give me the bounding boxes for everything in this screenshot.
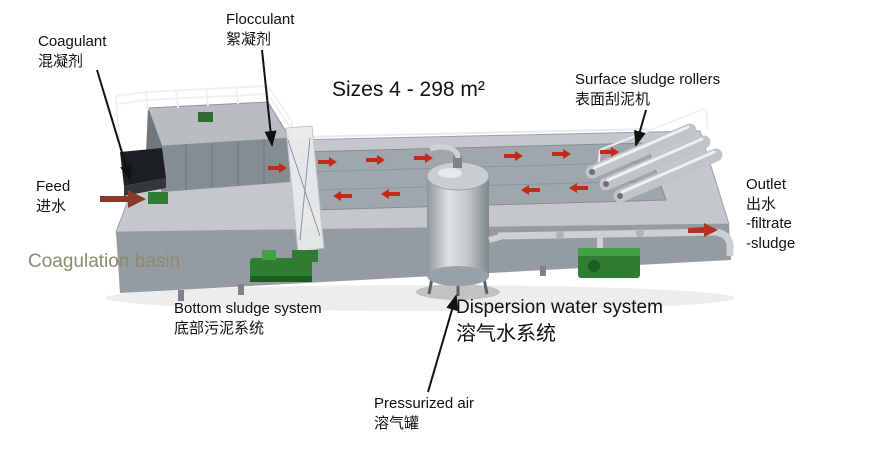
label-coagulation-basin-en: Coagulation basin (28, 251, 181, 272)
label-outlet-sludge: -sludge (746, 234, 796, 252)
bridge-drive (292, 250, 318, 262)
label-dispersion-water-system-en: Dispersion water system (456, 297, 663, 318)
label-pressurized-air: Pressurized air 溶气罐 (374, 394, 474, 433)
label-coagulant-zh: 混凝剂 (38, 52, 84, 70)
dosing-bridge (285, 125, 325, 253)
bottom-sludge-pump (250, 250, 312, 282)
label-coagulant: Coagulant 混凝剂 (38, 32, 106, 71)
mixer-motor (198, 112, 213, 122)
label-surface-sludge-rollers: Surface sludge rollers 表面刮泥机 (575, 70, 720, 109)
feed-arrow (100, 190, 146, 208)
piping (488, 228, 734, 256)
surface-sludge-rollers (585, 123, 723, 203)
label-surface-sludge-rollers-en: Surface sludge rollers (575, 71, 721, 88)
label-sizes-text: Sizes 4 - 298 m² (332, 78, 485, 101)
label-feed-zh: 进水 (36, 197, 67, 215)
label-feed-en: Feed (36, 178, 71, 195)
dispersion-water-pump (578, 248, 640, 278)
label-outlet-filtrate: -filtrate (746, 215, 792, 232)
ground-shadow (105, 285, 735, 311)
label-coagulant-en: Coagulant (38, 33, 107, 50)
label-flocculant-zh: 絮凝剂 (226, 30, 272, 48)
label-flocculant-en: Flocculant (226, 11, 295, 28)
pressure-vessel (416, 144, 500, 300)
label-outlet: Outlet 出水 -filtrate -sludge (746, 175, 795, 253)
label-bottom-sludge-system: Bottom sludge system 底部污泥系统 (174, 299, 322, 338)
label-bottom-sludge-system-zh: 底部污泥系统 (174, 319, 265, 337)
label-pressurized-air-zh: 溶气罐 (374, 414, 420, 432)
label-dispersion-water-system: Dispersion water system 溶气水系统 (456, 296, 663, 347)
outlet-arrow (688, 223, 718, 237)
label-outlet-en: Outlet (746, 176, 787, 193)
label-sizes: Sizes 4 - 298 m² (332, 76, 485, 103)
feed-pump (148, 192, 168, 204)
label-surface-sludge-rollers-zh: 表面刮泥机 (575, 90, 651, 108)
label-outlet-zh: 出水 (746, 195, 777, 213)
label-coagulation-basin: Coagulation basin (28, 250, 180, 275)
label-feed: Feed 进水 (36, 177, 70, 216)
label-flocculant: Flocculant 絮凝剂 (226, 10, 294, 49)
label-bottom-sludge-system-en: Bottom sludge system (174, 300, 322, 317)
annotation-arrows (96, 49, 647, 393)
label-pressurized-air-en: Pressurized air (374, 395, 475, 412)
label-dispersion-water-system-zh: 溶气水系统 (456, 322, 556, 345)
